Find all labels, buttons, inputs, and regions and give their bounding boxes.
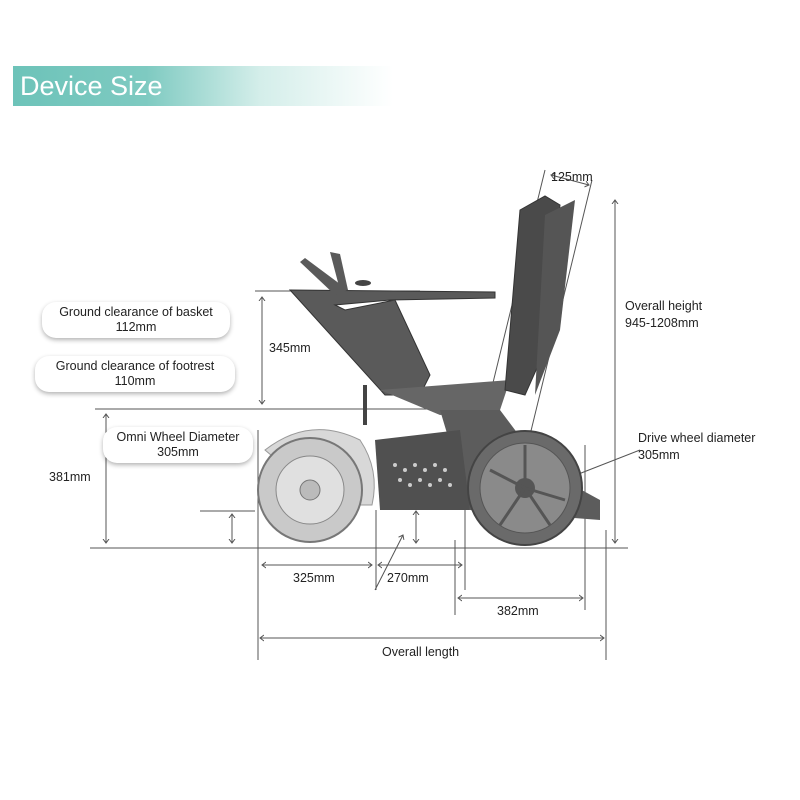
page-title: Device Size bbox=[20, 71, 163, 101]
drive-wheel-value: 305mm bbox=[638, 448, 680, 462]
rear-length-label: 382mm bbox=[497, 604, 539, 618]
drive-wheel-label: Drive wheel diameter bbox=[638, 431, 756, 445]
overall-height-label: Overall height bbox=[625, 299, 703, 313]
wheelchair-illustration bbox=[257, 195, 600, 546]
front-height-label: 381mm bbox=[49, 470, 91, 484]
front-length-label: 325mm bbox=[293, 571, 335, 585]
backrest-width-label: 125mm bbox=[551, 170, 593, 184]
title-banner: Device Size bbox=[13, 66, 393, 106]
overall-height-value: 945-1208mm bbox=[625, 316, 699, 330]
seat-height-label: 345mm bbox=[269, 341, 311, 355]
middle-length-label: 270mm bbox=[387, 571, 429, 585]
overall-length-label: Overall length bbox=[382, 645, 460, 659]
